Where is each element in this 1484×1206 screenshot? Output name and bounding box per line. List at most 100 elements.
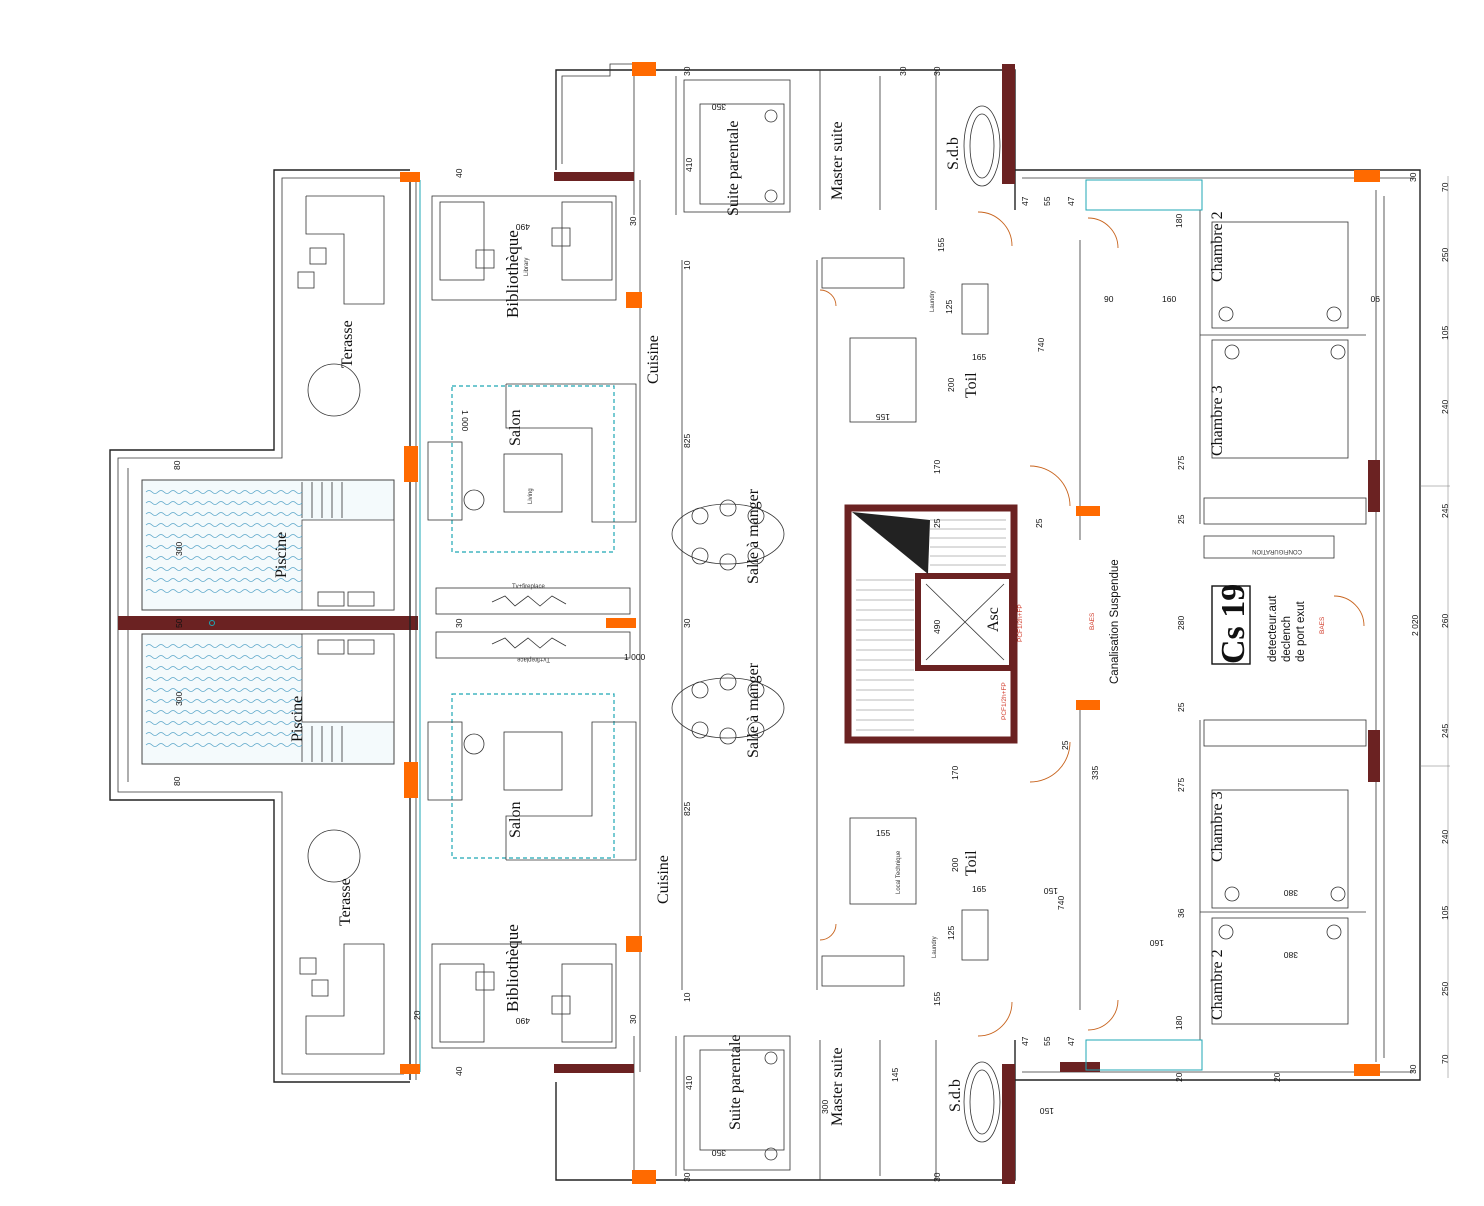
- svg-text:380: 380: [1284, 950, 1298, 960]
- pcf-1: PCF1/2h+FP: [1017, 604, 1024, 642]
- svg-text:47: 47: [1020, 196, 1030, 206]
- svg-text:30: 30: [932, 1172, 942, 1182]
- svg-text:125: 125: [946, 926, 956, 940]
- svg-text:380: 380: [1284, 888, 1298, 898]
- label-piscine-top: Piscine: [273, 532, 290, 578]
- pcf-2: PCF1/2h+FP: [1001, 682, 1008, 720]
- svg-text:25: 25: [932, 518, 942, 528]
- label-salle-top: Salle à manger: [745, 488, 762, 584]
- note-line-1: detecteur.aut: [1267, 595, 1279, 662]
- svg-text:30: 30: [628, 1014, 638, 1024]
- svg-text:25: 25: [1034, 518, 1044, 528]
- baes-1: BAES: [1089, 612, 1096, 630]
- stair-core: [844, 504, 1018, 744]
- svg-text:30: 30: [1408, 172, 1418, 182]
- building-walls: [409, 63, 1450, 1181]
- svg-text:350: 350: [712, 1148, 726, 1158]
- label-chambre3-top: Chambre 3: [1209, 385, 1226, 456]
- svg-text:25: 25: [1060, 740, 1070, 750]
- label-salon-top: Salon: [507, 410, 524, 446]
- label-library-top: Library: [524, 258, 530, 276]
- svg-text:180: 180: [1174, 214, 1184, 228]
- svg-text:55: 55: [1042, 1036, 1052, 1046]
- label-suite-bot: Suite parentale: [727, 1034, 744, 1130]
- svg-text:155: 155: [876, 828, 890, 838]
- label-tv-top: Tv+fireplace: [512, 584, 546, 590]
- svg-text:36: 36: [1176, 908, 1186, 918]
- svg-text:30: 30: [682, 1172, 692, 1182]
- pool-water: [145, 490, 303, 747]
- label-piscine-bot: Piscine: [289, 696, 306, 742]
- note-line-2: declench: [1281, 616, 1293, 662]
- doors: [819, 211, 1365, 1037]
- cs-code: Cs 19: [1215, 584, 1252, 664]
- svg-text:2 020: 2 020: [1410, 614, 1420, 636]
- svg-text:245: 245: [1440, 504, 1450, 518]
- label-tv-bot: Tv+fireplace: [516, 656, 550, 662]
- svg-text:1 000: 1 000: [460, 410, 470, 432]
- label-cuisine-bot: Cuisine: [655, 855, 672, 904]
- svg-text:260: 260: [1440, 614, 1450, 628]
- svg-text:30: 30: [682, 618, 692, 628]
- svg-text:170: 170: [950, 766, 960, 780]
- svg-text:155: 155: [932, 992, 942, 1006]
- svg-text:70: 70: [1440, 1054, 1450, 1064]
- dimensions: 30 30 30 350 410 40 490 30 10 155 125 74…: [172, 66, 1450, 1182]
- svg-text:300: 300: [174, 692, 184, 706]
- svg-text:350: 350: [712, 102, 726, 112]
- core-notes: Cs 19 detecteur.aut declench de port exu…: [1001, 584, 1326, 720]
- svg-text:825: 825: [682, 802, 692, 816]
- svg-text:155: 155: [876, 412, 890, 422]
- svg-text:740: 740: [1036, 338, 1046, 352]
- svg-text:25: 25: [1176, 702, 1186, 712]
- svg-text:240: 240: [1440, 400, 1450, 414]
- svg-text:275: 275: [1176, 456, 1186, 470]
- svg-text:47: 47: [1066, 1036, 1076, 1046]
- columns: [400, 62, 1380, 1184]
- svg-text:160: 160: [1150, 938, 1164, 948]
- svg-text:490: 490: [516, 1016, 530, 1026]
- svg-text:10: 10: [682, 260, 692, 270]
- svg-text:20: 20: [1174, 1072, 1184, 1082]
- svg-text:180: 180: [1174, 1016, 1184, 1030]
- label-cuisine-top: Cuisine: [645, 335, 662, 384]
- svg-text:20: 20: [1272, 1072, 1282, 1082]
- label-living-top: Living: [528, 488, 534, 504]
- label-bib-bot: Bibliothèque: [503, 924, 522, 1012]
- svg-text:825: 825: [682, 434, 692, 448]
- svg-text:165: 165: [972, 352, 986, 362]
- label-chambre3-bot: Chambre 3: [1209, 791, 1226, 862]
- party-wall: [118, 616, 418, 630]
- svg-text:300: 300: [820, 1100, 830, 1114]
- svg-text:105: 105: [1440, 326, 1450, 340]
- label-master-bot: Master suite: [829, 1047, 846, 1126]
- svg-text:165: 165: [972, 884, 986, 894]
- svg-text:25: 25: [1176, 514, 1186, 524]
- svg-text:245: 245: [1440, 724, 1450, 738]
- note-line-3: de port exut: [1295, 600, 1307, 662]
- svg-text:30: 30: [628, 216, 638, 226]
- svg-text:335: 335: [1090, 766, 1100, 780]
- label-terasse-bot: Terasse: [337, 878, 354, 926]
- svg-text:740: 740: [1056, 896, 1066, 910]
- svg-text:30: 30: [682, 66, 692, 76]
- label-configuration: CONFIGURATION: [1252, 548, 1302, 554]
- svg-text:80: 80: [172, 776, 182, 786]
- svg-text:490: 490: [516, 222, 530, 232]
- label-sdb-bot: S.d.b: [947, 1079, 964, 1112]
- svg-text:20: 20: [412, 1010, 422, 1020]
- room-labels: Suite parentale Master suite S.d.b Bibli…: [273, 120, 1302, 1130]
- svg-text:30: 30: [454, 618, 464, 628]
- label-terasse-top: Terasse: [339, 320, 356, 368]
- label-local-tech: Local Technique: [896, 850, 902, 894]
- svg-text:47: 47: [1066, 196, 1076, 206]
- label-salle-bot: Salle à manger: [745, 662, 762, 758]
- svg-text:1 000: 1 000: [624, 652, 646, 662]
- furniture: [297, 103, 1367, 1161]
- label-suite-top: Suite parentale: [725, 120, 742, 216]
- svg-text:10: 10: [682, 992, 692, 1002]
- svg-text:90: 90: [1104, 294, 1114, 304]
- svg-text:200: 200: [946, 378, 956, 392]
- svg-text:150: 150: [1040, 1106, 1054, 1116]
